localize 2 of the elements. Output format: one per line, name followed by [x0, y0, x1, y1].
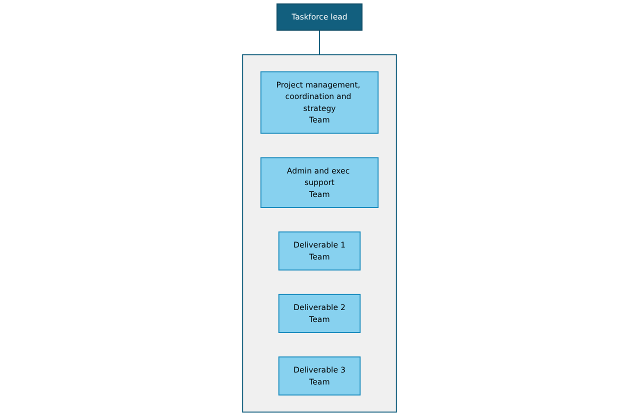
connector	[318, 30, 320, 56]
cluster	[242, 54, 396, 413]
